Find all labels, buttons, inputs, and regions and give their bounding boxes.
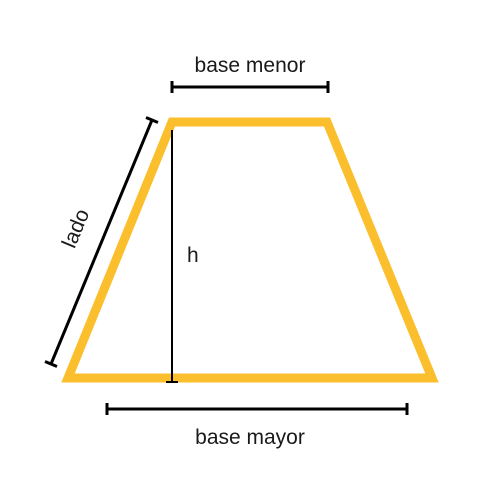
base-menor-label: base menor (195, 54, 306, 77)
height-label: h (187, 244, 199, 267)
base-menor-dimension (170, 81, 330, 93)
lado-dimension (44, 116, 159, 368)
base-mayor-label: base mayor (195, 426, 305, 449)
trapezoid-shape (61, 117, 439, 383)
base-mayor-dimension (105, 403, 409, 415)
lado-label: lado (58, 206, 94, 251)
